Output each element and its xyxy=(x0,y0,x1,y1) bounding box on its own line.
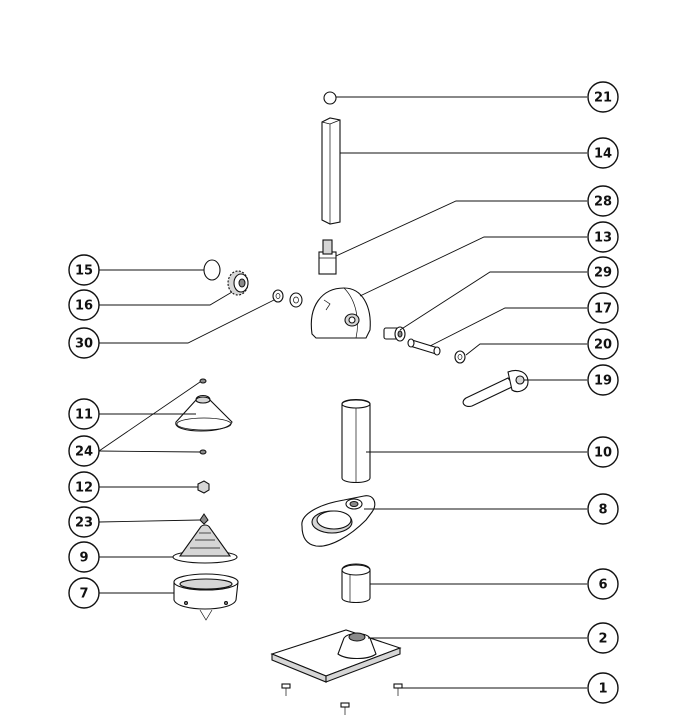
callout-label: 6 xyxy=(598,578,607,593)
part-21-ball xyxy=(323,91,337,105)
callout-28: 28 xyxy=(587,185,619,217)
leader-24b xyxy=(98,450,201,453)
callout-2: 2 xyxy=(587,622,619,654)
callout-label: 15 xyxy=(75,264,93,279)
part-10-column xyxy=(341,398,371,484)
part-2-base-plate xyxy=(270,629,402,683)
part-6-sleeve xyxy=(341,563,371,604)
callout-30: 30 xyxy=(68,327,100,359)
callout-11: 11 xyxy=(68,398,100,430)
leader-16 xyxy=(99,291,233,306)
part-17-pin xyxy=(407,338,441,356)
callout-label: 16 xyxy=(75,299,93,314)
part-19-handle xyxy=(462,369,529,407)
callout-6: 6 xyxy=(587,568,619,600)
callout-label: 7 xyxy=(79,587,88,602)
callout-label: 19 xyxy=(594,374,612,389)
callout-label: 12 xyxy=(75,481,93,496)
callout-23: 23 xyxy=(68,506,100,538)
callout-label: 29 xyxy=(594,266,612,281)
callout-label: 1 xyxy=(598,682,607,697)
part-15-ring xyxy=(203,259,221,281)
part-30-washers xyxy=(272,289,303,308)
callout-label: 2 xyxy=(598,632,607,647)
leader-29 xyxy=(399,271,587,331)
callout-label: 17 xyxy=(594,302,612,317)
callout-10: 10 xyxy=(587,436,619,468)
part-28-bracket xyxy=(318,239,337,275)
callout-12: 12 xyxy=(68,471,100,503)
leader-23 xyxy=(98,519,201,523)
callout-label: 11 xyxy=(75,408,93,423)
callout-9: 9 xyxy=(68,541,100,573)
callout-24: 24 xyxy=(68,435,100,467)
leader-13 xyxy=(359,236,587,297)
callout-label: 23 xyxy=(75,516,93,531)
callout-20: 20 xyxy=(587,328,619,360)
leader-30 xyxy=(99,299,275,344)
callout-label: 14 xyxy=(594,147,612,162)
part-29-bushing xyxy=(383,326,406,342)
callout-8: 8 xyxy=(587,493,619,525)
part-16-gear xyxy=(227,270,249,296)
callout-15: 15 xyxy=(68,254,100,286)
callout-label: 28 xyxy=(594,195,612,210)
callout-label: 8 xyxy=(598,503,607,518)
callout-label: 10 xyxy=(594,446,612,461)
callout-label: 21 xyxy=(594,91,612,106)
callout-label: 20 xyxy=(594,338,612,353)
callout-21: 21 xyxy=(587,81,619,113)
callout-19: 19 xyxy=(587,364,619,396)
leader-24a xyxy=(98,381,201,452)
part-11-cone-lid xyxy=(175,394,233,432)
callout-29: 29 xyxy=(587,256,619,288)
callout-13: 13 xyxy=(587,221,619,253)
callout-1: 1 xyxy=(587,672,619,704)
part-13-dome-housing xyxy=(310,287,371,339)
part-12-nut xyxy=(197,480,210,494)
leader-28 xyxy=(335,200,587,257)
part-9-reamer xyxy=(172,524,238,564)
callout-label: 9 xyxy=(79,551,88,566)
callout-14: 14 xyxy=(587,137,619,169)
leader-20 xyxy=(465,343,587,356)
callout-label: 24 xyxy=(75,445,93,460)
part-23-tip xyxy=(199,513,209,525)
part-14-square-rod xyxy=(321,117,341,225)
callout-17: 17 xyxy=(587,292,619,324)
callout-label: 30 xyxy=(75,337,93,352)
part-1-screws xyxy=(281,683,403,715)
part-8-clamp-collar xyxy=(301,495,376,547)
callout-7: 7 xyxy=(68,577,100,609)
callout-16: 16 xyxy=(68,289,100,321)
leader-lines xyxy=(98,96,587,689)
part-20-washer xyxy=(454,350,466,364)
callout-label: 13 xyxy=(594,231,612,246)
part-7-bowl xyxy=(173,573,239,621)
leader-17 xyxy=(429,307,587,347)
